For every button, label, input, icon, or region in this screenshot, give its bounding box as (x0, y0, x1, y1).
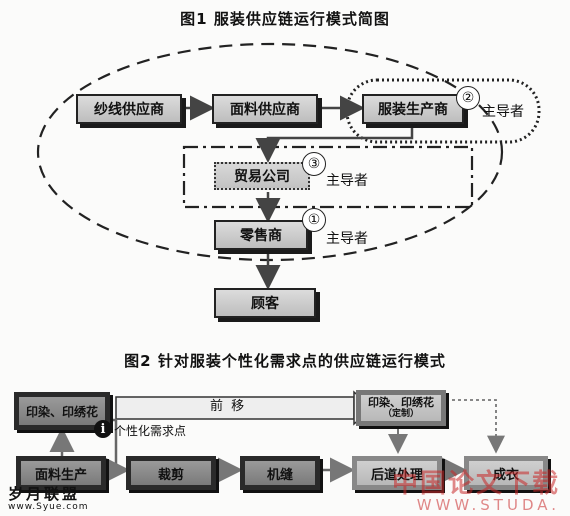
info-icon: i (94, 420, 112, 438)
arrow-print-to-cutting (105, 418, 130, 483)
node-post-processing: 后道处理 (352, 456, 442, 490)
node-fabric-production-label: 面料生产 (21, 461, 101, 485)
leader-label-garment-maker: 主导者 (482, 104, 524, 120)
leader-label-retailer: 主导者 (326, 231, 368, 247)
custom-box-line1: 印染、印绣花 (368, 395, 434, 409)
node-post-processing-label: 后道处理 (357, 461, 437, 485)
watermark-right: 中国论文下载 WWW.STUDA. (392, 463, 560, 514)
leader-label-trading-company: 主导者 (326, 173, 368, 189)
watermark-left: 岁月联盟 www.Syue.com (8, 483, 88, 512)
node-print-embroidery: 印染、印绣花 (14, 392, 110, 430)
node-print-embroidery-custom-inner: 印染、印绣花 （定制） (361, 395, 441, 421)
node-print-embroidery-custom: 印染、印绣花 （定制） (356, 390, 446, 426)
leader-number-1: ① (302, 208, 326, 232)
leader-number-3: ③ (302, 152, 326, 176)
dotted-custom-to-finished (446, 399, 505, 454)
node-trading-company: 贸易公司 (214, 162, 310, 190)
arrow-garment-to-trading (255, 124, 414, 163)
node-yarn-supplier: 纱线供应商 (76, 94, 182, 124)
forward-move-label: 前 移 (210, 399, 247, 414)
node-finished-garment: 成衣 (464, 456, 548, 490)
leader-number-2: ② (456, 86, 480, 110)
node-sewing-label: 机缝 (245, 461, 315, 485)
node-cutting: 裁剪 (126, 456, 216, 490)
figure1-title: 图1 服装供应链运行模式简图 (180, 10, 390, 28)
node-fabric-supplier: 面料供应商 (212, 94, 318, 124)
watermark-left-sub: www.Syue.com (8, 502, 89, 512)
supply-chain-ellipse (36, 42, 504, 262)
figure2-title: 图2 针对服装个性化需求点的供应链运行模式 (124, 352, 446, 370)
custom-box-line2: （定制） (382, 409, 419, 420)
node-finished-garment-label: 成衣 (469, 461, 543, 485)
garment-maker-leader-boundary (345, 78, 541, 144)
watermark-left-main: 岁月联盟 (8, 485, 81, 503)
demand-point-label: 个性化需求点 (114, 424, 187, 438)
node-sewing: 机缝 (240, 456, 320, 490)
watermark-right-sub: WWW.STUDA. (416, 496, 560, 514)
trading-company-leader-boundary (182, 145, 474, 209)
node-garment-maker: 服装生产商 (362, 94, 464, 124)
node-retailer: 零售商 (214, 220, 308, 250)
node-customer: 顾客 (214, 288, 316, 318)
node-fabric-production: 面料生产 (16, 456, 106, 490)
node-print-embroidery-label: 印染、印绣花 (19, 397, 105, 425)
watermark-right-main: 中国论文下载 (391, 469, 560, 499)
node-cutting-label: 裁剪 (131, 461, 211, 485)
